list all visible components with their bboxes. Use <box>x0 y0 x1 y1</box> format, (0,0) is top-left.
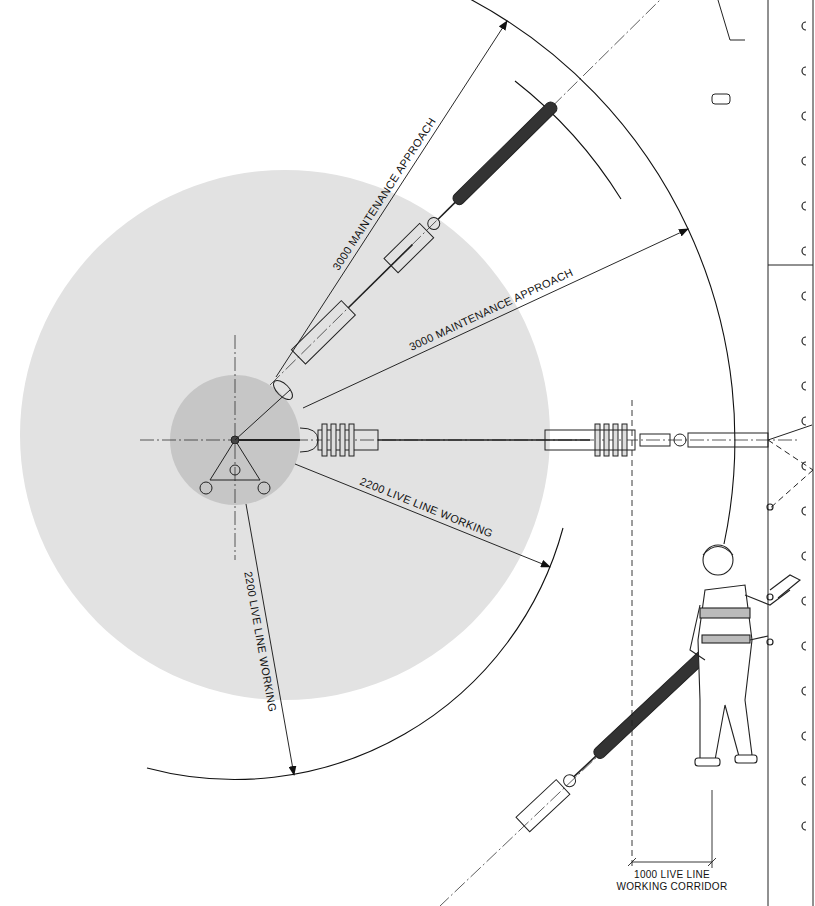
step-bolts <box>767 22 806 830</box>
working-corridor <box>628 400 716 868</box>
tower-leg <box>712 0 813 906</box>
climber-figure <box>690 545 800 766</box>
corridor-label: 1000 LIVE LINE WORKING CORRIDOR <box>616 869 728 893</box>
conductor-fittings <box>200 377 318 494</box>
upper-insulator-string <box>291 97 561 364</box>
lower-insulator-string <box>516 646 712 831</box>
clearance-arcs <box>147 0 735 780</box>
maintenance-zone <box>20 170 550 700</box>
insulator-string <box>318 424 812 456</box>
dimension-lines <box>246 21 688 775</box>
centre-lines <box>140 0 800 906</box>
